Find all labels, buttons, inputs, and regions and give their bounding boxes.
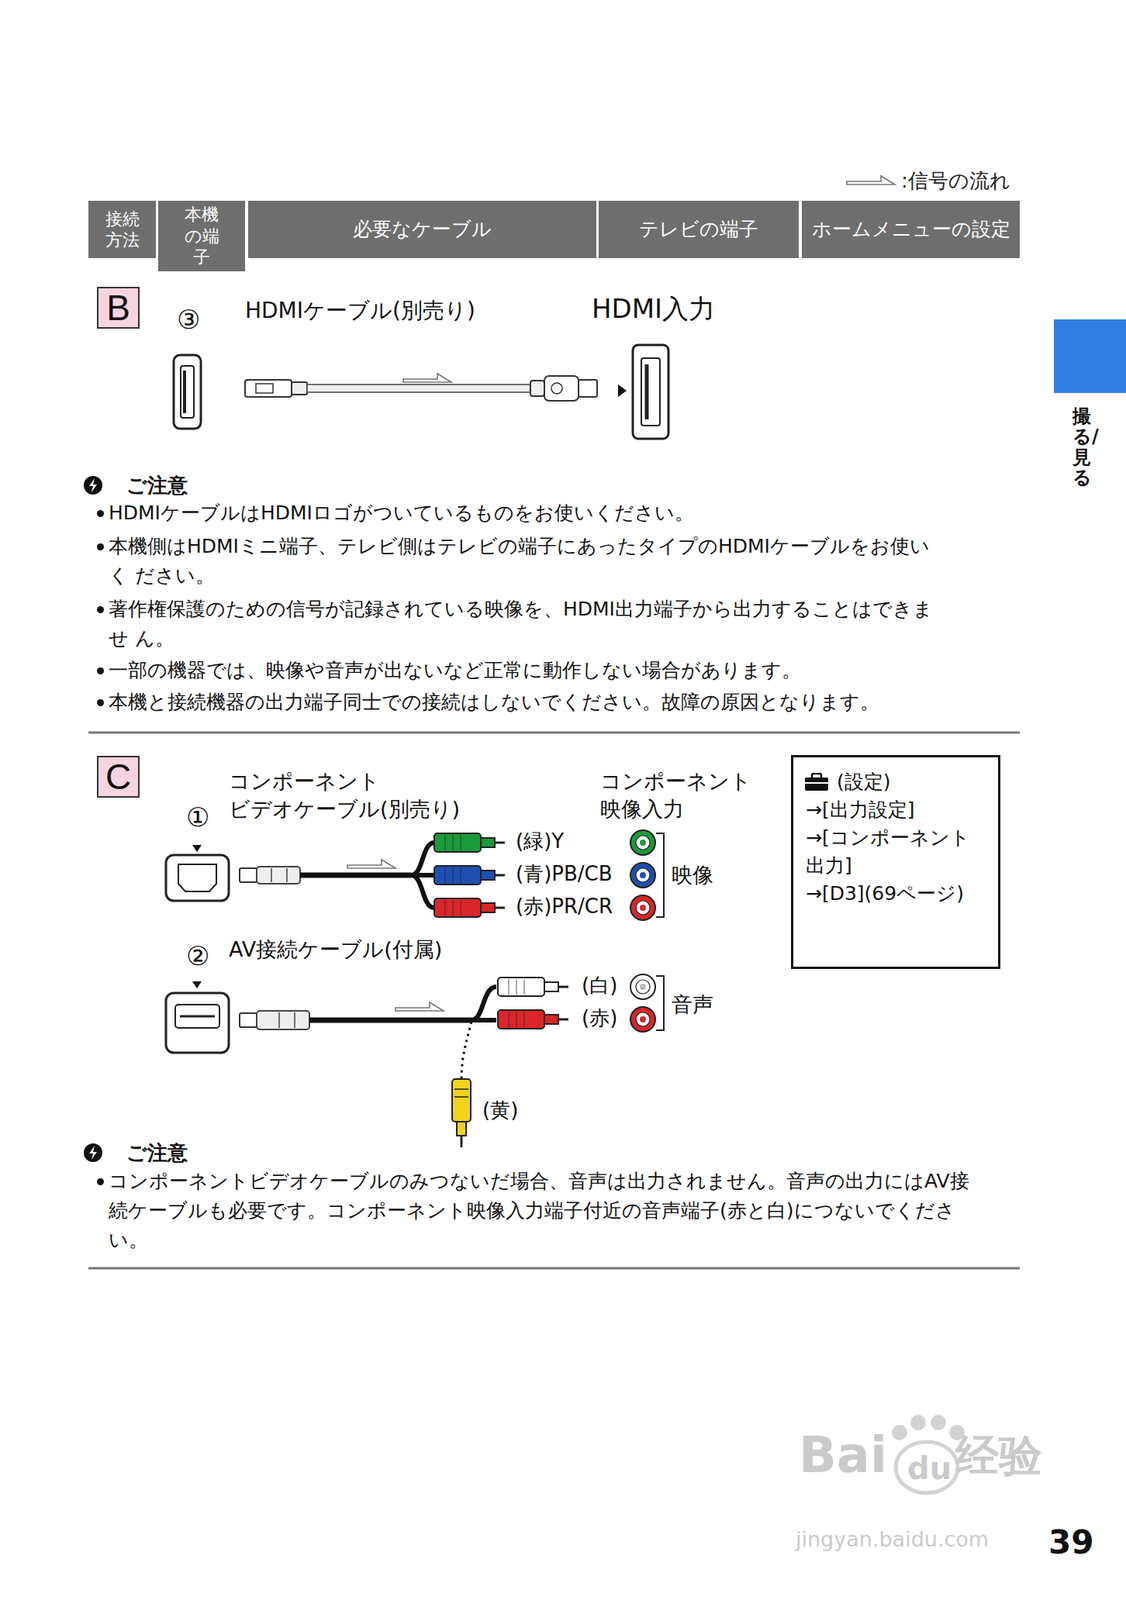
watermark-paw <box>891 1415 965 1494</box>
box-text: 必要なケーブル <box>352 217 492 242</box>
rca-plug <box>497 1010 569 1030</box>
divider <box>88 1267 1020 1271</box>
rca-plugs <box>434 833 505 918</box>
legend-swatch <box>845 173 897 190</box>
cable-name: コンポーネント ビデオケーブル(別売り) <box>228 767 485 824</box>
bullet-dot <box>96 543 104 551</box>
settings-icon <box>804 773 829 792</box>
signal-flow-arrow <box>403 373 452 383</box>
caution-heading: ご注意 <box>126 473 188 500</box>
port-marker <box>618 384 627 398</box>
header-cell: ホームメニューの設定 <box>801 200 1020 259</box>
callout-number: ② <box>186 939 210 974</box>
note: 本機と接続機器の出力端子同士での接続はしないでください。故障の原因となります。 <box>108 687 943 718</box>
section-letter: C <box>96 756 140 798</box>
section-letter-text: B <box>106 290 131 326</box>
legend-text: :信号の流れ <box>901 167 1011 195</box>
rca-plug <box>497 977 569 997</box>
header-cell: 必要なケーブル <box>248 200 597 259</box>
rca-plug <box>434 866 505 885</box>
signal-name: (赤)PR/CR <box>515 894 613 921</box>
callout-number: ③ <box>176 302 201 337</box>
cable-name: HDMIケーブル(別売り) <box>245 297 476 325</box>
box-text: (設定) <box>805 768 892 797</box>
signal-flow-arrow <box>395 1002 444 1012</box>
port-marker <box>192 845 202 853</box>
watermark: Bai <box>798 1423 888 1489</box>
page-number: 39 <box>1048 1522 1094 1565</box>
tv-input-name: コンポーネント 映像入力 <box>600 767 760 824</box>
legend-entry: :信号の流れ <box>845 167 1011 195</box>
signal-flow-arrow <box>347 860 396 869</box>
section-letter: B <box>96 286 140 329</box>
caution-heading: ご注意 <box>126 1140 188 1168</box>
signal-name: (緑)Y <box>515 828 564 856</box>
rca-plug <box>434 898 505 918</box>
tv-input-name: HDMI入力 <box>591 291 715 326</box>
signal-name: (青)PB/CB <box>515 861 613 888</box>
section-letter-text: C <box>105 759 132 795</box>
watermark: 经验 <box>955 1428 1043 1486</box>
header-cell: 接続方法 <box>88 200 156 259</box>
chapter-tab: 撮る/見る <box>1053 319 1126 394</box>
group-name: 音声 <box>671 991 714 1019</box>
box-text: 接続方法 <box>105 208 140 252</box>
header-cell: テレビの端子 <box>598 200 799 259</box>
box-text: 本機の端子 <box>176 203 228 269</box>
box-text: →[出力設定] <box>805 796 915 825</box>
note: 本機側はHDMIミニ端子、テレビ側はテレビの端子にあったタイプのHDMIケーブル… <box>108 531 943 591</box>
note: 著作権保護のための信号が記録されている映像を、HDMI出力端子から出力することは… <box>108 594 943 654</box>
settings-box: (設定)→[出力設定]→[コンポーネント 出力]→[D3](69ページ) <box>790 755 1001 970</box>
cable-name: AV接続ケーブル(付属) <box>228 936 443 964</box>
bullet-dot <box>96 667 104 675</box>
watermark: du <box>907 1448 952 1489</box>
rca-jack <box>630 895 656 921</box>
av-port <box>165 993 229 1054</box>
watermark: jingyan.baidu.com <box>795 1526 989 1554</box>
note: コンポーネントビデオケーブルのみつないだ場合、音声は出力されません。音声の出力に… <box>108 1167 978 1256</box>
bullet-dot <box>96 510 104 518</box>
box-text: →[D3](69ページ) <box>805 880 964 909</box>
note: HDMIケーブルはHDMIロゴがついているものをお使いください。 <box>108 498 943 529</box>
header-cell: 本機の端子 <box>158 200 246 272</box>
hdmi-cable <box>245 376 598 401</box>
rca-plug <box>434 833 505 853</box>
group-name: 映像 <box>671 861 714 889</box>
signal-name: (白) <box>581 973 618 1000</box>
divider <box>88 732 1020 735</box>
bullet-dot <box>96 699 104 707</box>
note: 一部の機器では、映像や音声が出ないなど正常に動作しない場合があります。 <box>108 656 943 686</box>
rca-jack <box>630 1007 656 1033</box>
callout-number: ① <box>186 800 210 835</box>
bracket <box>656 833 664 918</box>
component-port <box>165 855 229 902</box>
hdmi-mini-port <box>173 355 201 429</box>
bullet-dot <box>96 1178 104 1186</box>
bullet-dot <box>96 606 104 614</box>
hdmi-tv-port <box>632 345 669 439</box>
signal-name: (黄) <box>482 1098 519 1125</box>
audio-jacks <box>630 974 656 1033</box>
rca-jack <box>630 974 656 1000</box>
rca-jack <box>630 863 656 888</box>
component-jacks <box>630 830 656 921</box>
caution-icon <box>83 476 103 495</box>
rca-plugs <box>497 977 569 1030</box>
av-cable <box>239 987 497 1148</box>
caution-icon <box>83 1143 103 1163</box>
component-cable <box>239 842 435 909</box>
box-text: ホームメニューの設定 <box>811 217 1011 242</box>
chapter-title: 撮る/見る <box>1072 406 1092 489</box>
rca-jack <box>630 830 656 856</box>
signal-name: (赤) <box>581 1005 618 1033</box>
box-text: →[コンポーネント 出力] <box>805 824 992 881</box>
box-text: テレビの端子 <box>638 217 759 242</box>
port-marker <box>192 981 202 989</box>
bracket <box>656 976 664 1031</box>
